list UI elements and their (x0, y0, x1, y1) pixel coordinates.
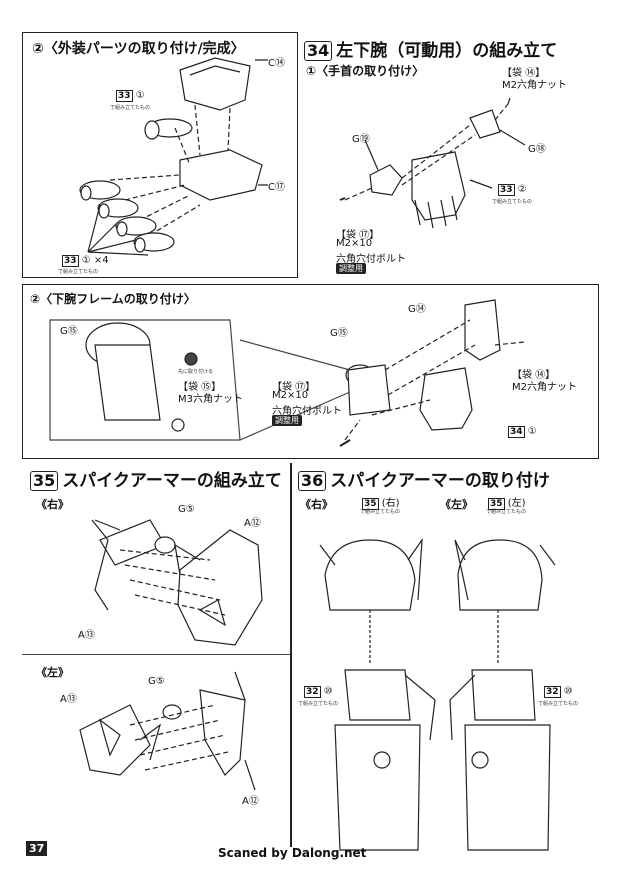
ref-note: で組み立てたもの (492, 199, 533, 205)
side-right-label: 《右》 (36, 498, 69, 511)
ref-note: で組み立てたもの (538, 701, 579, 707)
ref-step35-left: 35 (左) (488, 494, 526, 510)
label-a13: A⑬ (60, 694, 77, 705)
ref-step32-right: 32 ⑩ (304, 686, 333, 698)
ref-note: で組み立てたもの (486, 509, 527, 515)
nut-name-label: M2六角ナット (512, 382, 577, 393)
inset-label-g15: G⑮ (60, 326, 78, 337)
label-g19: G⑲ (352, 134, 370, 145)
step34b-sub2: ②〈下腕フレームの取り付け〉 (30, 292, 196, 306)
divider-horizontal (22, 654, 290, 655)
ref-step34-1: 34 ① (508, 426, 537, 438)
ref-step-number: 34 (508, 426, 525, 438)
step-number-box: 36 (298, 471, 327, 491)
label-g15: G⑮ (330, 328, 348, 339)
ref-part: ⑩ (563, 686, 573, 697)
step33-heading: ②〈外装パーツの取り付け/完成〉 (32, 41, 245, 57)
nut-name-label: M2六角ナット (502, 80, 567, 91)
ref-note: で組み立てたもの (110, 105, 151, 111)
ref-step32-left: 32 ⑩ (544, 686, 573, 698)
label-g5: G⑤ (148, 676, 165, 687)
label-g18: G⑱ (528, 144, 546, 155)
ref-step-number: 32 (304, 686, 321, 698)
bolt-bag-label: 【袋 ⑰】 (272, 382, 316, 393)
ref-step33-2: 33 ② (498, 184, 527, 196)
step34-sub1: ①〈手首の取り付け〉 (306, 64, 425, 78)
ref-note: で組み立てたもの (58, 269, 99, 275)
bolt-bag-label: 【袋 ⑰】 (336, 230, 380, 241)
label-c14: C⑭ (268, 58, 285, 69)
side-right-label: 《右》 (300, 498, 333, 511)
side-left-label: 《左》 (36, 666, 69, 679)
adjust-badge: 調整用 (336, 263, 366, 274)
label-a13: A⑬ (78, 630, 95, 641)
divider-vertical (290, 463, 292, 847)
ref-step-number: 33 (116, 90, 133, 102)
label-a12: A⑫ (242, 796, 259, 807)
bolt-name-label: 六角穴付ボルト (272, 406, 342, 417)
ref-note: で組み立てたもの (298, 701, 339, 707)
ref-step33-single: 33 ① (116, 90, 145, 102)
inset-bag-label: 【袋 ⑮】 (178, 382, 222, 393)
ref-part: ② (517, 184, 527, 195)
label-a12: A⑫ (244, 518, 261, 529)
label-g14: G⑭ (408, 304, 426, 315)
ref-part: (左) (507, 498, 526, 509)
nut-bag-label: 【袋 ⑭】 (502, 68, 546, 79)
step-title: 左下腕（可動用）の組み立て (336, 41, 558, 61)
inset-note: 先に取り付ける (178, 369, 214, 375)
ref-step-number: 33 (498, 184, 515, 196)
inset-nut-label: M3六角ナット (178, 394, 243, 405)
bolt-size-label: M2×10 (272, 390, 309, 401)
nut-bag-label: 【袋 ⑭】 (512, 370, 556, 381)
label-g5: G⑤ (178, 504, 195, 515)
step-title: スパイクアーマーの取り付け (330, 471, 550, 491)
ref-part: ① (135, 90, 145, 101)
bolt-size-label: M2×10 (336, 238, 373, 249)
ref-part: ① (527, 426, 537, 437)
step-number-box: 35 (30, 471, 59, 491)
ref-part: ① ×4 (81, 255, 109, 266)
ref-step35-right: 35 (右) (362, 494, 400, 510)
label-c17: C⑰ (268, 182, 285, 193)
ref-step-number: 33 (62, 255, 79, 267)
ref-part: (右) (381, 498, 400, 509)
ref-note: で組み立てたもの (360, 509, 401, 515)
page-number: 37 (26, 841, 48, 856)
step-number-box: 34 (304, 41, 333, 61)
step-title: スパイクアーマーの組み立て (62, 471, 282, 491)
scan-credit: Scaned by Dalong.net (218, 846, 367, 860)
adjust-badge: 調整用 (272, 415, 302, 426)
ref-step-number: 32 (544, 686, 561, 698)
step34b-frame (22, 284, 599, 459)
step33-frame (22, 32, 298, 278)
side-left-label: 《左》 (440, 498, 473, 511)
ref-step33-multi: 33 ① ×4 (62, 255, 109, 267)
ref-part: ⑩ (323, 686, 333, 697)
bolt-name-label: 六角穴付ボルト (336, 254, 406, 265)
